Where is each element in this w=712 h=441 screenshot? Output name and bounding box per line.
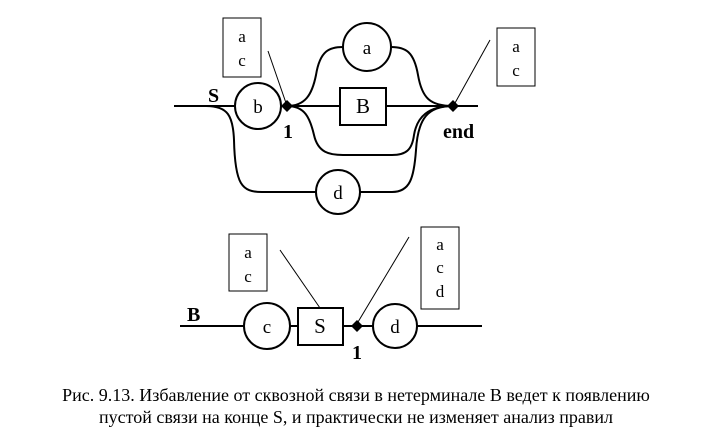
terminal-c-label: c: [263, 317, 271, 338]
nonterminal-S: S: [297, 307, 344, 346]
start-label-B: B: [187, 304, 200, 326]
nonterminal-B: B: [339, 87, 387, 126]
junction2-label-1: 1: [352, 342, 362, 364]
set-box-left: [222, 17, 262, 78]
set2-right-pointer: [357, 236, 410, 323]
caption-line-1: Рис. 9.13. Избавление от сквозной связи …: [62, 385, 650, 405]
start-label-S: S: [208, 85, 219, 107]
set-right-item-2: c: [512, 61, 520, 80]
terminal-b-label: b: [253, 97, 263, 118]
terminal-d2-label: d: [390, 317, 400, 338]
diagram-s-rule: b a B d S 1 end a c a c: [174, 17, 536, 215]
end-label: end: [443, 121, 474, 143]
branch-d-out: [360, 105, 454, 193]
terminal-a-label: a: [363, 38, 372, 59]
terminal-a: a: [342, 22, 392, 72]
terminal-b: b: [234, 82, 282, 130]
figure-caption: Рис. 9.13. Избавление от сквозной связи …: [0, 384, 712, 428]
set2-left-pointer: [279, 249, 321, 309]
set2-left-item-2: c: [244, 267, 252, 286]
branch-skip-B: [286, 105, 454, 156]
set2-right-item-2: c: [436, 258, 444, 277]
terminal-d2: d: [372, 303, 418, 349]
set-right-pointer: [454, 39, 491, 104]
set-left-item-2: c: [238, 51, 246, 70]
set2-left-item-1: a: [244, 243, 252, 262]
caption-line-2: пустой связи на конце S, и практически н…: [99, 407, 613, 427]
terminal-d-label: d: [333, 183, 343, 204]
branch-d-in: [205, 105, 316, 193]
terminal-d: d: [315, 169, 361, 215]
nonterminal-B-label: B: [356, 94, 370, 118]
branch-a-out: [390, 46, 454, 107]
branch-a-in: [286, 46, 344, 107]
end-diamond: [447, 100, 459, 112]
set-left-pointer: [267, 50, 287, 104]
set-left-item-1: a: [238, 27, 246, 46]
diagram-b-rule: c S d B 1 a c a c d: [180, 226, 482, 364]
junction-diamond-1: [281, 100, 293, 112]
junction2-diamond: [351, 320, 363, 332]
set-right-item-1: a: [512, 37, 520, 56]
set2-box-left: [228, 233, 268, 292]
set2-right-item-1: a: [436, 235, 444, 254]
set-box-right: [496, 27, 536, 87]
nonterminal-S-label: S: [314, 314, 326, 338]
set2-right-item-3: d: [436, 282, 445, 301]
terminal-c: c: [243, 302, 291, 350]
junction-label-1: 1: [283, 121, 293, 143]
set2-box-right: [420, 226, 460, 310]
